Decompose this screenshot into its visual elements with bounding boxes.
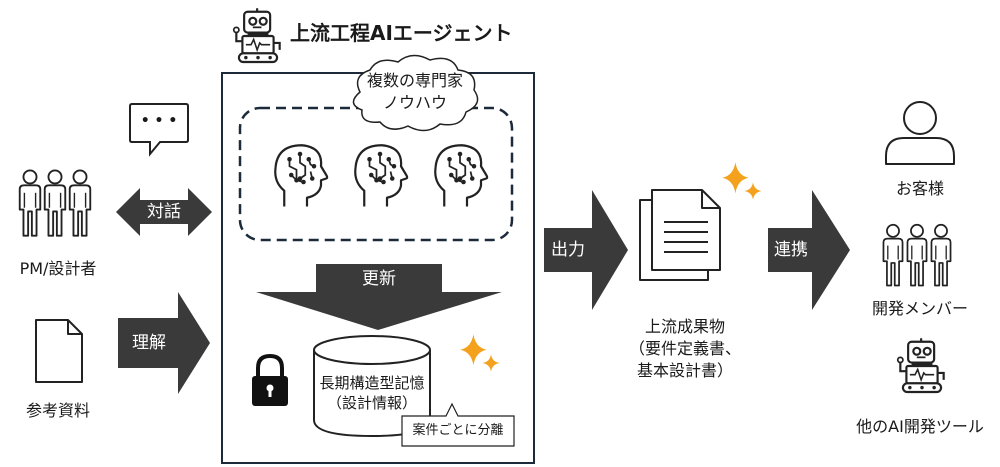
deliverable-line3: 基本設計書） (636, 361, 733, 380)
deliverable-line1: 上流成果物 (644, 317, 725, 336)
deliverable-documents-icon (639, 189, 721, 281)
cloud-text-line2: ノウハウ (382, 93, 447, 112)
separation-callout (401, 402, 515, 447)
customer-label: お客様 (895, 179, 944, 198)
memory-label-line1: 長期構造型記憶 (319, 374, 425, 392)
document-icon (35, 319, 83, 383)
docs-label: 参考資料 (25, 401, 90, 420)
knowhow-cloud (352, 54, 479, 132)
lock-icon (252, 353, 288, 406)
link-label: 連携 (774, 240, 808, 260)
page-title: 上流工程AIエージェント (290, 21, 513, 45)
pm-label: PM/設計者 (19, 259, 97, 278)
chat-dots: • • • (140, 113, 178, 129)
memory-database-icon (313, 335, 431, 438)
understand-arrow (118, 292, 210, 394)
output-label: 出力 (551, 240, 585, 260)
dialog-label: 対話 (147, 202, 181, 222)
link-arrow (768, 190, 850, 310)
ai-tool-robot-icon (896, 338, 945, 394)
customer-icon (885, 101, 955, 165)
update-arrow (256, 264, 502, 330)
chat-bubble-icon (129, 103, 189, 157)
deliverable-line2: （要件定義書、 (628, 339, 741, 358)
dialog-arrow (116, 188, 212, 236)
dev-members-icon (882, 223, 952, 287)
pm-designers-icon (18, 169, 92, 237)
agent-robot-icon (232, 8, 281, 64)
update-label: 更新 (362, 269, 396, 289)
understand-label: 理解 (132, 333, 166, 353)
cloud-text-line1: 複数の専門家 (366, 71, 463, 90)
memory-label-line2: （設計情報） (326, 394, 417, 412)
dev-members-label: 開発メンバー (871, 299, 968, 318)
callout-text: 案件ごとに分離 (412, 423, 504, 438)
sparkle-icon (722, 162, 762, 200)
output-arrow (544, 190, 628, 310)
other-ai-label: 他のAI開発ツール (856, 417, 984, 436)
